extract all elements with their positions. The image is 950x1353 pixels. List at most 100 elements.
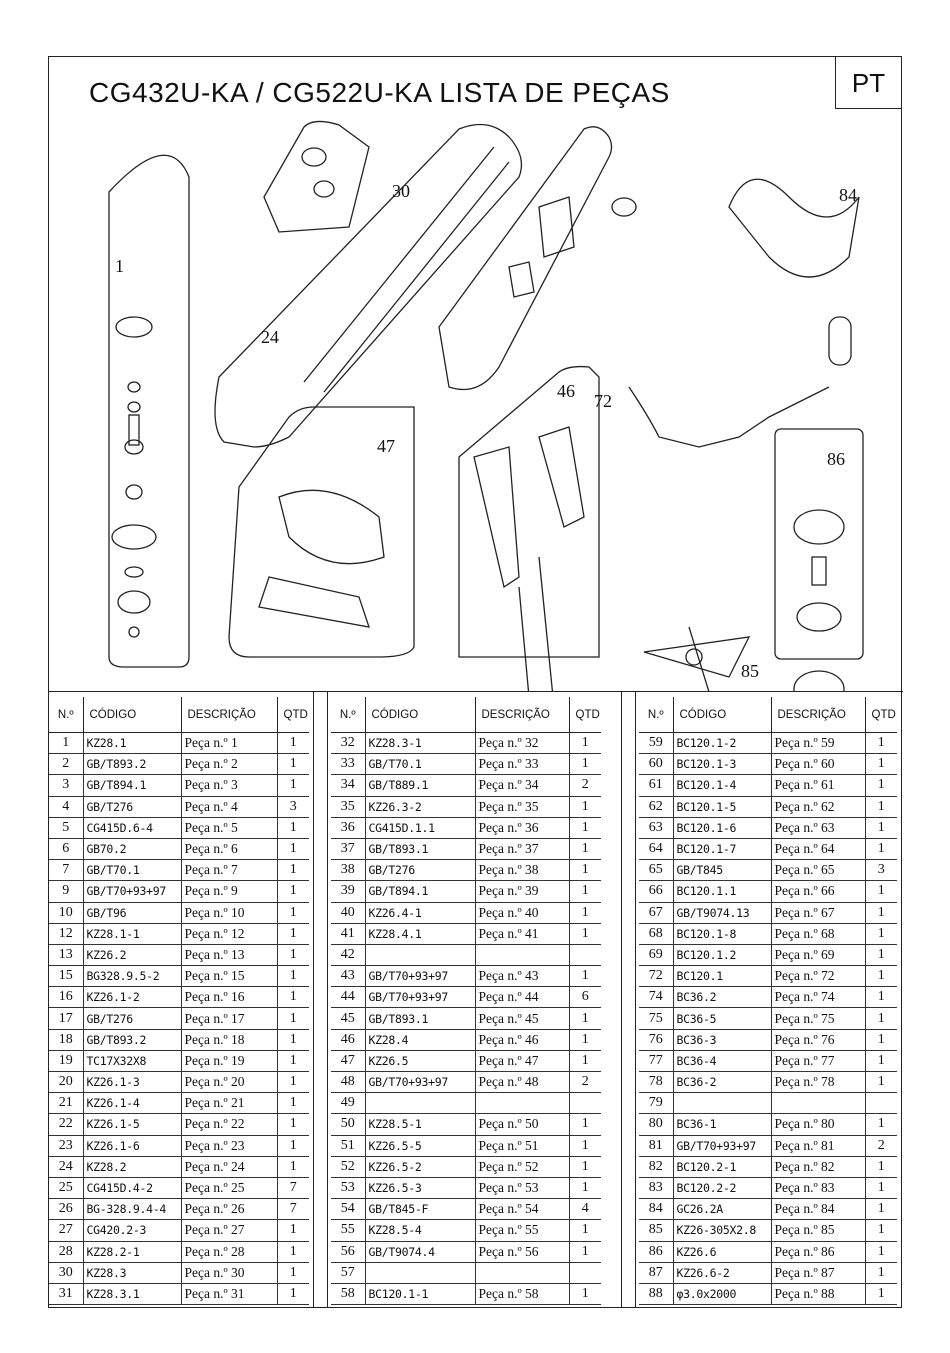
col-qty-header: QTD [568, 697, 601, 733]
part-number: 54 [331, 1198, 365, 1221]
part-quantity: 1 [864, 1262, 897, 1284]
part-description: Peça n.º 84 [770, 1198, 865, 1221]
part-number: 55 [331, 1219, 365, 1242]
part-number: 47 [331, 1050, 365, 1073]
part-code: GB/T70+93+97 [364, 965, 475, 988]
part-description: Peça n.º 65 [770, 859, 865, 882]
part-description: Peça n.º 77 [770, 1050, 865, 1073]
part-code: KZ28.2 [82, 1156, 181, 1178]
part-number: 50 [331, 1113, 365, 1136]
svg-text:85: 85 [741, 661, 759, 681]
part-number: 77 [639, 1050, 673, 1073]
part-description: Peça n.º 56 [474, 1241, 569, 1263]
part-description: Peça n.º 68 [770, 923, 865, 945]
part-number: 46 [331, 1029, 365, 1051]
part-description: Peça n.º 60 [770, 753, 865, 776]
part-quantity: 1 [276, 774, 309, 797]
part-number: 32 [331, 732, 365, 755]
part-quantity: 1 [864, 1219, 897, 1242]
part-description: Peça n.º 48 [474, 1071, 569, 1094]
part-number: 19 [49, 1050, 83, 1073]
part-quantity: 1 [568, 1177, 601, 1200]
part-quantity: 1 [276, 902, 309, 924]
svg-text:24: 24 [261, 327, 279, 347]
part-number: 52 [331, 1156, 365, 1178]
part-code: BC36.2 [672, 986, 771, 1009]
col-qty-header: QTD [864, 697, 897, 733]
part-code: GB/T894.1 [364, 880, 475, 903]
part-description: Peça n.º 7 [180, 859, 277, 882]
part-number: 84 [639, 1198, 673, 1221]
col-code-header: CÓDIGO [672, 697, 771, 733]
part-description: Peça n.º 17 [180, 1007, 277, 1030]
part-quantity: 1 [276, 1092, 309, 1115]
part-description: Peça n.º 75 [770, 1007, 865, 1030]
part-code: BC120.1-7 [672, 838, 771, 861]
group-24-outline [214, 123, 523, 448]
part-number: 72 [639, 965, 673, 988]
part-quantity: 1 [864, 1029, 897, 1051]
part-quantity: 1 [276, 1071, 309, 1094]
part-number: 65 [639, 859, 673, 882]
part-description: Peça n.º 82 [770, 1156, 865, 1178]
part-quantity: 1 [276, 859, 309, 882]
part-quantity: 1 [276, 1262, 309, 1284]
part-code: BC120.1-8 [672, 923, 771, 945]
part-description: Peça n.º 32 [474, 732, 569, 755]
part-quantity: 1 [276, 838, 309, 861]
part-number: 20 [49, 1071, 83, 1094]
part-code: KZ26.1-5 [82, 1113, 181, 1136]
part-quantity: 1 [864, 1071, 897, 1094]
part-quantity: 1 [864, 944, 897, 967]
part-number: 45 [331, 1007, 365, 1030]
col-number-header: N.º [331, 697, 365, 733]
part-description: Peça n.º 45 [474, 1007, 569, 1030]
col-qty-header: QTD [276, 697, 309, 733]
part-code: KZ26.1-2 [82, 986, 181, 1009]
part-number: 33 [331, 753, 365, 776]
part-quantity: 1 [276, 1156, 309, 1178]
part-number: 10 [49, 902, 83, 924]
part-code: KZ28.5-4 [364, 1219, 475, 1242]
part-number: 25 [49, 1177, 83, 1200]
group-30-outline [263, 120, 370, 233]
part-description: Peça n.º 61 [770, 774, 865, 797]
svg-text:47: 47 [377, 436, 395, 456]
part-code: CG415D.1.1 [364, 817, 475, 839]
part-code: KZ28.3.1 [82, 1283, 181, 1306]
part-code: GB/T889.1 [364, 774, 475, 797]
part-code: KZ28.5-1 [364, 1113, 475, 1136]
part-code: KZ28.1 [82, 732, 181, 755]
part-quantity: 2 [864, 1135, 897, 1157]
part-quantity: 1 [568, 1050, 601, 1073]
part-number: 30 [49, 1262, 83, 1284]
part-code: BG328.9.5-2 [82, 965, 181, 988]
diagram-table-divider [49, 691, 903, 692]
part-code: GB/T845-F [364, 1198, 475, 1221]
part-quantity: 1 [276, 1283, 309, 1306]
part-quantity: 1 [568, 1283, 601, 1306]
part-number: 17 [49, 1007, 83, 1030]
part-code: KZ26.1-6 [82, 1135, 181, 1157]
part-quantity: 1 [568, 796, 601, 818]
part-description: Peça n.º 15 [180, 965, 277, 988]
part-code: KZ26.5-3 [364, 1177, 475, 1200]
part-quantity: 1 [864, 1113, 897, 1136]
